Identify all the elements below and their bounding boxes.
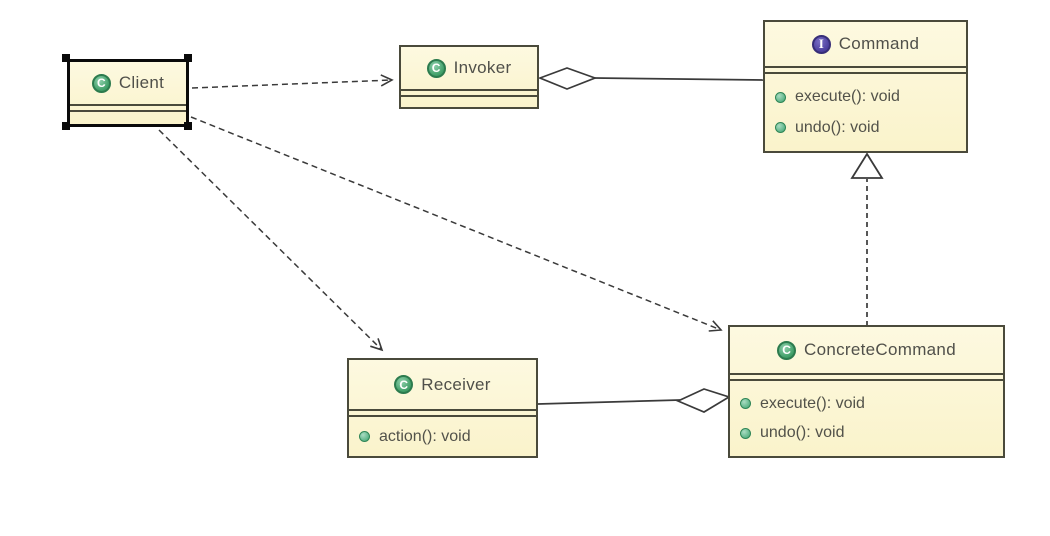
aggregation-diamond-icon bbox=[675, 388, 732, 413]
class-header: C Receiver bbox=[349, 360, 536, 411]
aggregation-concretecommand-receiver[interactable] bbox=[537, 388, 732, 413]
members-compartment: action(): void bbox=[349, 417, 536, 456]
selection-handle-top-right[interactable] bbox=[184, 54, 192, 62]
compartment-separator bbox=[349, 411, 536, 417]
class-header: C Invoker bbox=[401, 47, 537, 91]
members-compartment: execute(): void undo(): void bbox=[765, 74, 966, 151]
compartment-separator bbox=[70, 106, 186, 112]
class-c-icon: C bbox=[91, 73, 111, 93]
realization-concretecommand-command[interactable] bbox=[850, 152, 884, 326]
realization-triangle-icon bbox=[850, 152, 884, 179]
method-row[interactable]: execute(): void bbox=[730, 395, 1003, 413]
method-row[interactable]: execute(): void bbox=[765, 88, 966, 106]
dependency-client-receiver[interactable] bbox=[158, 129, 384, 352]
compartment-separator bbox=[765, 68, 966, 74]
public-method-bullet-icon bbox=[775, 91, 786, 103]
interface-box-command[interactable]: I Command execute(): void undo(): void bbox=[763, 20, 968, 153]
aggregation-diamond-icon bbox=[537, 67, 598, 90]
class-c-icon: C bbox=[777, 340, 797, 360]
public-method-bullet-icon bbox=[359, 431, 370, 442]
class-header: I Command bbox=[765, 22, 966, 68]
aggregation-invoker-command[interactable] bbox=[537, 67, 765, 90]
method-row[interactable]: undo(): void bbox=[730, 424, 1003, 442]
method-row[interactable]: undo(): void bbox=[765, 119, 966, 137]
empty-members-compartment bbox=[401, 97, 537, 107]
method-signature: undo(): void bbox=[795, 118, 880, 136]
class-name: ConcreteCommand bbox=[804, 340, 956, 359]
public-method-bullet-icon bbox=[740, 398, 751, 410]
selection-handle-bottom-left[interactable] bbox=[62, 122, 70, 130]
class-c-icon: C bbox=[426, 58, 446, 78]
class-box-concretecommand[interactable]: C ConcreteCommand execute(): void undo()… bbox=[728, 325, 1005, 458]
public-method-bullet-icon bbox=[775, 122, 786, 134]
method-signature: execute(): void bbox=[795, 88, 900, 106]
class-c-icon: C bbox=[394, 375, 414, 394]
class-name: Command bbox=[838, 34, 920, 53]
class-box-client[interactable]: C Client bbox=[67, 59, 189, 127]
public-method-bullet-icon bbox=[740, 427, 751, 439]
method-row[interactable]: action(): void bbox=[349, 428, 536, 446]
method-signature: undo(): void bbox=[760, 424, 845, 442]
class-header: C ConcreteCommand bbox=[730, 327, 1003, 375]
interface-i-icon: I bbox=[811, 34, 831, 54]
method-signature: action(): void bbox=[379, 427, 471, 445]
class-box-receiver[interactable]: C Receiver action(): void bbox=[347, 358, 538, 458]
class-name: Client bbox=[118, 73, 165, 92]
class-box-invoker[interactable]: C Invoker bbox=[399, 45, 539, 109]
dependency-client-concretecommand[interactable] bbox=[190, 116, 723, 332]
method-signature: execute(): void bbox=[760, 394, 865, 412]
compartment-separator bbox=[401, 91, 537, 97]
selection-handle-bottom-right[interactable] bbox=[184, 122, 192, 130]
empty-members-compartment bbox=[70, 112, 186, 124]
selection-handle-top-left[interactable] bbox=[62, 54, 70, 62]
members-compartment: execute(): void undo(): void bbox=[730, 381, 1003, 456]
dependency-client-invoker[interactable] bbox=[191, 74, 394, 89]
class-name: Invoker bbox=[453, 58, 512, 77]
compartment-separator bbox=[730, 375, 1003, 381]
class-name: Receiver bbox=[421, 374, 491, 394]
class-header: C Client bbox=[70, 62, 186, 106]
